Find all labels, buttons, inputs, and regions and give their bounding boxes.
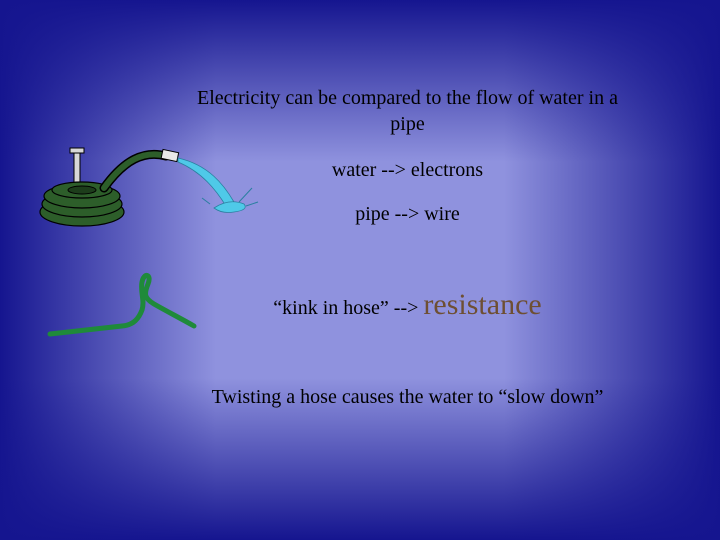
analogy-water-electrons: water --> electrons	[331, 159, 484, 181]
twisting-explanation: Twisting a hose causes the water to “slo…	[211, 386, 604, 408]
garden-hose-illustration	[39, 147, 259, 227]
analogy-pipe-wire: pipe --> wire	[355, 203, 460, 225]
kink-label: “kink in hose” -->	[273, 297, 419, 319]
kinked-hose-illustration	[47, 273, 197, 337]
resistance-term: resistance	[423, 288, 542, 321]
comparison-heading: Electricity can be compared to the flow …	[197, 87, 618, 135]
analogy-kink-resistance: “kink in hose” --> resistance	[180, 288, 635, 325]
